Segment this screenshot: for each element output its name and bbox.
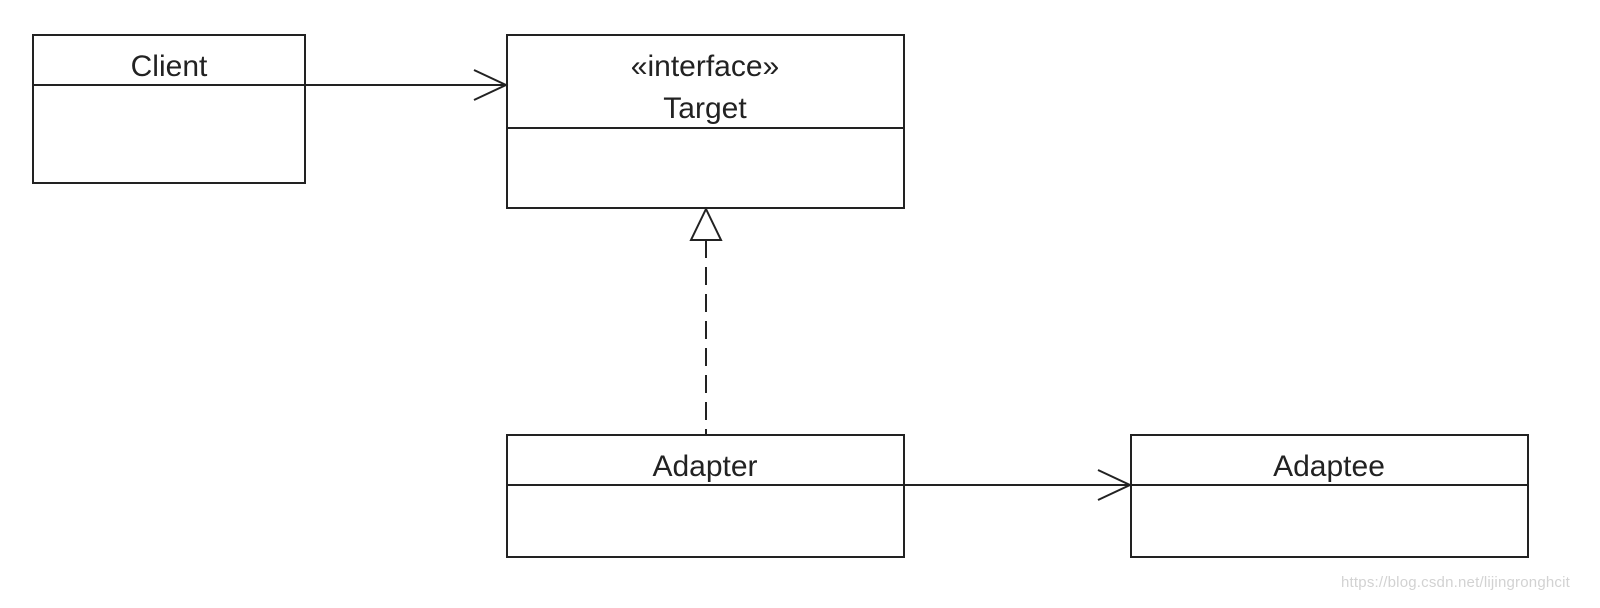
class-target-box [506, 34, 905, 209]
class-client: Client [32, 34, 306, 184]
class-adaptee-box [1130, 434, 1529, 558]
association-adapter-adaptee [904, 469, 1133, 501]
association-client-target [305, 69, 509, 101]
class-adapter-name: Adapter [652, 450, 757, 483]
class-target: «interface» Target [506, 34, 905, 209]
open-arrowhead [473, 69, 509, 101]
class-adapter-box [506, 434, 905, 558]
class-target-stereotype: «interface» [631, 50, 779, 83]
hollow-triangle-arrowhead [689, 206, 723, 241]
watermark-url: https://blog.csdn.net/lijingronghcit [1341, 574, 1570, 591]
class-adapter: Adapter [506, 434, 905, 558]
class-target-name: Target [663, 92, 747, 125]
open-arrowhead [1097, 469, 1133, 501]
class-adaptee: Adaptee [1130, 434, 1529, 558]
class-client-name: Client [131, 50, 208, 83]
class-adaptee-name: Adaptee [1273, 450, 1385, 483]
realization-adapter-target [689, 206, 723, 435]
class-client-box [32, 34, 306, 184]
